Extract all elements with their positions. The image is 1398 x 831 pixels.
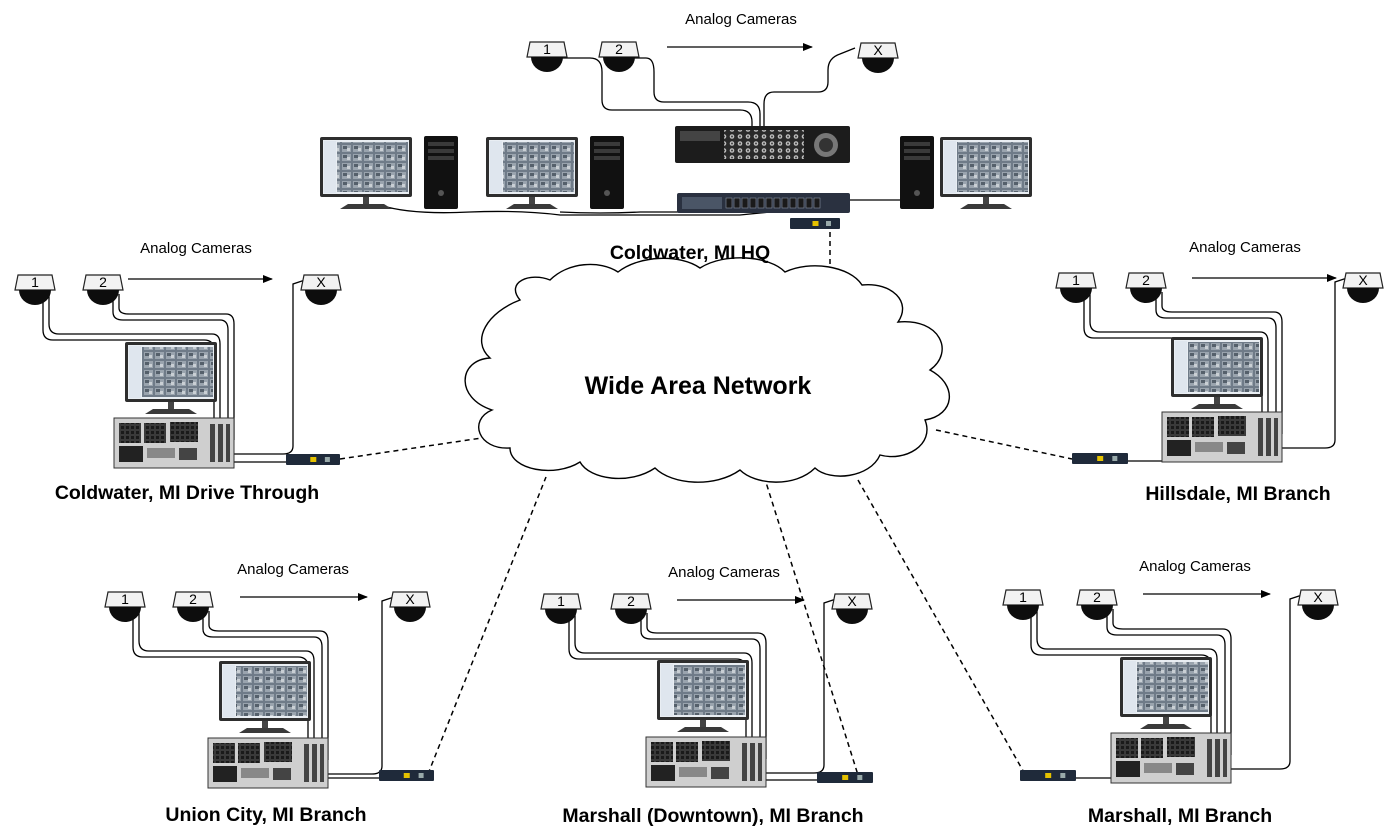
camera-number-label: X [1313,589,1323,605]
monitor-icon [486,137,578,209]
monitor-icon [320,137,412,209]
camera-number-label: 2 [1093,589,1101,605]
dome-camera-icon: X [1342,272,1384,303]
dome-camera-icon: 1 [104,591,146,622]
network-modem-icon [1020,770,1076,781]
analog-cameras-group-hillsdale: Analog Cameras [1189,239,1337,282]
camera-number-label: X [847,593,857,609]
monitor-icon [125,342,217,414]
analog-cameras-label: Analog Cameras [237,561,349,578]
dome-camera-icon: X [857,42,899,73]
dome-camera-icon: X [831,593,873,624]
tower-pc-icon [424,136,458,209]
network-modem-icon [1072,453,1128,464]
dome-camera-icon: X [300,274,342,305]
site-label-marshall: Marshall, MI Branch [1088,805,1272,827]
network-modem-icon [379,770,434,781]
camera-number-label: 1 [1019,589,1027,605]
analog-cameras-group-union-city: Analog Cameras [237,561,368,601]
camera-number-label: 1 [543,41,551,57]
camera-number-label: 1 [121,591,129,607]
camera-number-label: 2 [1142,272,1150,288]
dome-camera-icon: 2 [82,274,124,305]
computer-case-icon [645,736,767,788]
dvr-recorder-icon [675,126,850,163]
wan-cloud: Wide Area Network [464,257,950,483]
computer-case-icon [207,737,329,789]
camera-number-label: X [873,42,883,58]
dome-camera-icon: 1 [526,41,568,72]
analog-cameras-group-marshall: Analog Cameras [1139,558,1271,598]
site-label-drive-through: Coldwater, MI Drive Through [55,482,319,504]
analog-cameras-group-drive-through: Analog Cameras [128,240,273,283]
wan-title: Wide Area Network [585,372,812,400]
dome-camera-icon: 2 [610,593,652,624]
analog-cameras-label: Analog Cameras [668,564,780,581]
site-label-hq: Coldwater, MI HQ [610,242,770,264]
network-modem-icon [286,454,340,465]
camera-number-label: X [1358,272,1368,288]
tower-pc-icon [900,136,934,209]
analog-cameras-label: Analog Cameras [685,11,797,28]
analog-cameras-group-marshall-downtown: Analog Cameras [668,564,805,604]
dome-camera-icon: X [389,591,431,622]
camera-number-label: 1 [31,274,39,290]
camera-number-label: 2 [627,593,635,609]
dome-camera-icon: 2 [172,591,214,622]
analog-cameras-label: Analog Cameras [1189,239,1301,256]
site-label-union-city: Union City, MI Branch [165,804,366,826]
dome-camera-icon: 2 [598,41,640,72]
monitor-icon [219,661,311,733]
computer-case-icon [1110,732,1232,784]
computer-case-icon [1161,411,1283,463]
monitor-icon [1171,337,1263,409]
tower-pc-icon [590,136,624,209]
camera-number-label: 2 [615,41,623,57]
dome-camera-icon: 1 [1055,272,1097,303]
site-label-hillsdale: Hillsdale, MI Branch [1145,483,1330,505]
site-label-marshall-downtown: Marshall (Downtown), MI Branch [562,805,863,827]
camera-number-label: 2 [99,274,107,290]
analog-cameras-label: Analog Cameras [1139,558,1251,575]
monitor-icon [940,137,1032,209]
camera-number-label: 1 [1072,272,1080,288]
dome-camera-icon: 2 [1125,272,1167,303]
dome-camera-icon: 2 [1076,589,1118,620]
computer-case-icon [113,417,235,469]
network-modem-icon [790,218,840,229]
camera-number-label: 2 [189,591,197,607]
dome-camera-icon: 1 [14,274,56,305]
camera-number-label: X [316,274,326,290]
camera-number-label: X [405,591,415,607]
dome-camera-icon: 1 [1002,589,1044,620]
analog-cameras-label: Analog Cameras [140,240,252,257]
analog-cameras-group-hq: Analog Cameras [667,11,813,51]
dome-camera-icon: X [1297,589,1339,620]
camera-number-label: 1 [557,593,565,609]
network-switch-icon [677,193,850,213]
dome-camera-icon: 1 [540,593,582,624]
network-modem-icon [817,772,873,783]
monitor-icon [1120,657,1212,729]
monitor-icon [657,660,749,732]
